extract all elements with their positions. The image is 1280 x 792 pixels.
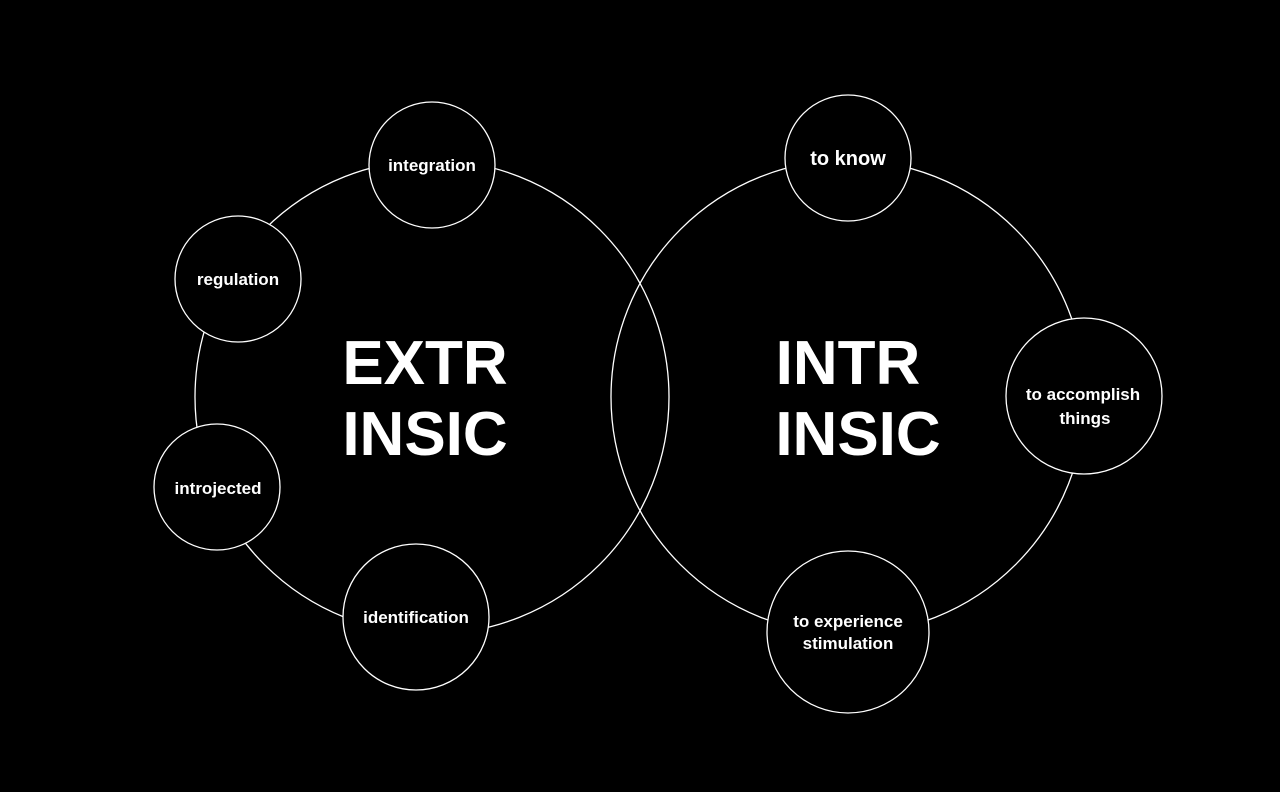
node-regulation-circle xyxy=(174,215,302,343)
intrinsic-title-line2: INSIC xyxy=(775,400,940,469)
node-introjected-circle xyxy=(153,423,281,551)
node-identification-label: identification xyxy=(363,608,469,627)
node-regulation-label: regulation xyxy=(197,270,279,289)
node-to-know-label: to know xyxy=(810,148,886,170)
node-identification-circle xyxy=(342,543,490,691)
node-to-accomplish-label-line2: things xyxy=(1060,409,1111,428)
node-identification: identification xyxy=(342,543,490,691)
extrinsic-title-line1: EXTR xyxy=(342,329,507,398)
node-to-accomplish-circle xyxy=(1005,317,1163,475)
node-to-accomplish: to accomplish things xyxy=(1005,317,1163,475)
node-integration: integration xyxy=(368,101,496,229)
node-introjected-label: introjected xyxy=(175,479,262,498)
node-to-know: to know xyxy=(784,94,912,222)
node-regulation: regulation xyxy=(174,215,302,343)
node-to-experience-label-line1: to experience xyxy=(793,612,903,631)
intrinsic-title-line1: INTR xyxy=(776,329,921,398)
node-to-experience: to experience stimulation xyxy=(766,550,930,714)
intrinsic-group: INTR INSIC xyxy=(610,159,1086,635)
node-introjected: introjected xyxy=(153,423,281,551)
node-to-experience-circle xyxy=(766,550,930,714)
node-to-know-circle xyxy=(784,94,912,222)
node-to-accomplish-label-line1: to accomplish xyxy=(1026,385,1140,404)
node-integration-label: integration xyxy=(388,156,476,175)
extrinsic-title-line2: INSIC xyxy=(342,400,507,469)
node-integration-circle xyxy=(368,101,496,229)
extrinsic-group: EXTR INSIC xyxy=(194,159,670,635)
node-to-experience-label-line2: stimulation xyxy=(803,634,894,653)
